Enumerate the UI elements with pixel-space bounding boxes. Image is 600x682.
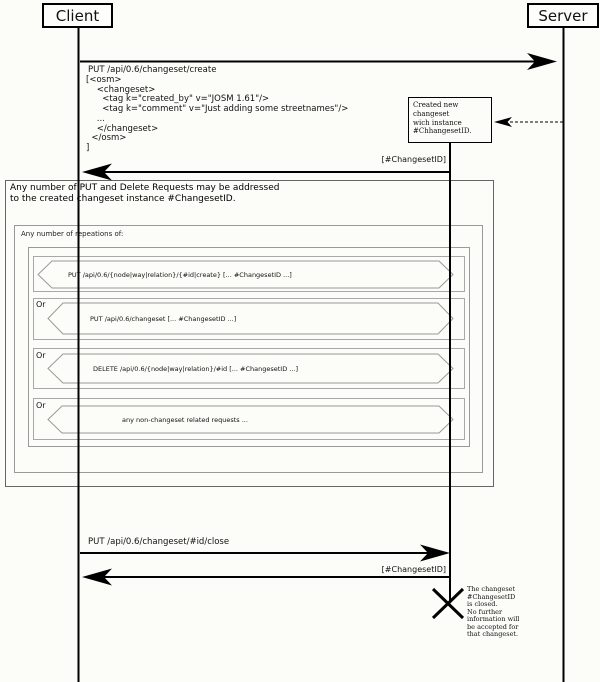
destroy-x-icon (431, 587, 465, 620)
arrowhead-right-icon (420, 544, 450, 562)
arrowhead-left-icon (82, 568, 112, 586)
loop-frame-inner (28, 247, 470, 447)
create-response-label: [#ChangesetID] (381, 155, 446, 164)
client-actor-box: Client (42, 3, 113, 28)
server-actor-label: Server (538, 6, 588, 25)
arrowhead-left-icon (82, 163, 112, 181)
loop-frame-repeat (14, 225, 483, 473)
closed-changeset-note: The changeset #ChangesetID is closed. No… (467, 585, 520, 638)
arrowhead-left-small-icon (494, 117, 512, 127)
request-row-2 (33, 298, 465, 340)
destroy-x-icon (431, 587, 465, 620)
request-hexagon-4-label: any non-changeset related requests ... (122, 416, 248, 424)
or-label-4: Or (36, 401, 46, 410)
client-actor-label: Client (55, 6, 100, 25)
or-label-3: Or (36, 351, 46, 360)
request-hexagon-1-label: PUT /api/0.6/{node|way|relation}/{#id|cr… (68, 271, 292, 279)
request-row-3 (33, 348, 465, 389)
created-changeset-note: Created new changeset wich instance #Chh… (408, 97, 492, 143)
loop-frame-outer (5, 180, 494, 487)
arrowhead-right-icon (527, 53, 557, 70)
request-row-1 (33, 256, 465, 292)
or-label-2: Or (36, 300, 46, 309)
create-request-body: [<osm> <changeset> <tag k="created_by" v… (86, 75, 349, 153)
request-hexagon-3-label: DELETE /api/0.6/{node|way|relation}/#id … (93, 365, 299, 373)
loop-frame-outer-label: Any number of PUT and Delete Requests ma… (10, 183, 280, 204)
close-request-label: PUT /api/0.6/changeset/#id/close (88, 537, 230, 547)
close-response-label: [#ChangesetID] (381, 565, 446, 574)
create-request-label: PUT /api/0.6/changeset/create (88, 65, 217, 75)
request-row-4 (33, 398, 465, 440)
request-hexagon-2-label: PUT /api/0.6/changeset [... #ChangesetID… (90, 315, 237, 323)
server-actor-box: Server (527, 3, 599, 28)
loop-frame-repeat-label: Any number of repeations of: (21, 230, 124, 238)
